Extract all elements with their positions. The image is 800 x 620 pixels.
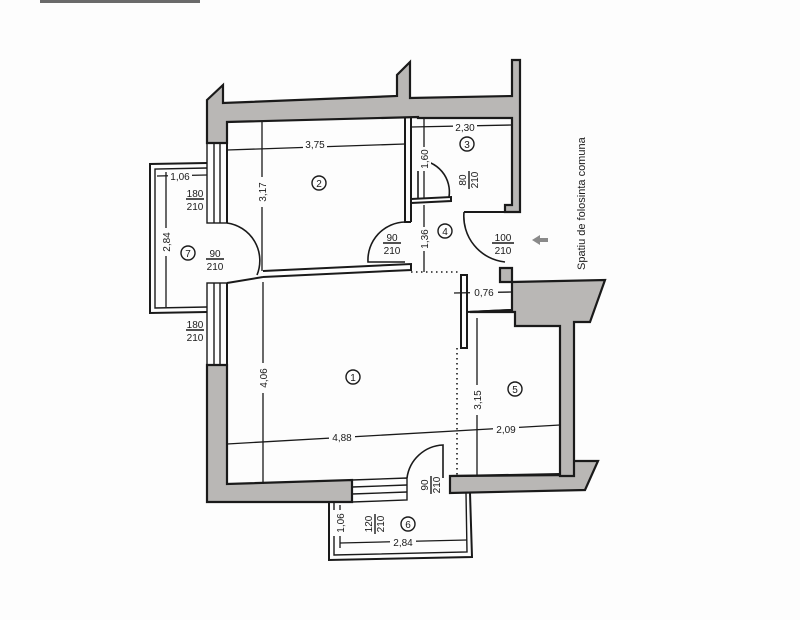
room-7-number: 7: [185, 249, 191, 260]
opening-labels: 180 210 90 210 180 210 90 210 80 210 100…: [186, 171, 514, 534]
door-room2-height: 210: [384, 246, 401, 257]
wall-bottom-right: [448, 459, 600, 495]
room1-width-label: 4,88: [332, 433, 352, 444]
door-room6-width: 90: [420, 479, 431, 491]
dimension-labels: 3,75 3,17 2,30 1,60 1,36 0,76 4,06 4,88 …: [158, 121, 519, 549]
window-room7-width: 180: [187, 189, 204, 200]
room2-depth-label: 3,17: [258, 182, 269, 202]
common-space-label: Spatiu de folosinta comuna: [576, 136, 588, 270]
room4-depth-label: 1,36: [420, 229, 431, 249]
wall-entry: [498, 266, 514, 284]
entry-door-width: 100: [495, 233, 512, 244]
room-markers: 1 2 3 4 5 6 7: [180, 136, 523, 532]
wall-room3-south: [410, 195, 452, 204]
window-room6: [351, 477, 408, 503]
window-room6-width: 120: [364, 515, 375, 532]
entry-door-height: 210: [495, 246, 512, 257]
entry-door-swing: [463, 211, 506, 263]
room-3-number: 3: [464, 140, 470, 151]
arrow-left-icon: [532, 235, 548, 245]
window-room7-top: [206, 142, 228, 224]
door-room3-height: 210: [470, 171, 481, 188]
room6-width-label: 2,84: [393, 538, 413, 549]
room5-width-label: 2,09: [496, 425, 516, 436]
window-room1-width: 180: [187, 320, 204, 331]
room-5-number: 5: [512, 385, 518, 396]
room7-width-label: 1,06: [170, 172, 190, 183]
wall-right: [469, 278, 607, 478]
room2-width-label: 3,75: [305, 140, 325, 151]
window-room1-height: 210: [187, 333, 204, 344]
door-room2-width: 90: [386, 233, 398, 244]
door-room2-swing: [367, 221, 406, 263]
room4-width-label: 0,76: [474, 288, 494, 299]
room7-depth-label: 2,84: [162, 232, 173, 252]
door-room7-width: 90: [209, 249, 221, 260]
room3-width-label: 2,30: [455, 123, 475, 134]
room1-depth-label: 4,06: [259, 368, 270, 388]
door-room6-swing: [406, 444, 444, 479]
window-room6-height: 210: [376, 515, 387, 532]
door-room7-height: 210: [207, 262, 224, 273]
room-1-number: 1: [350, 373, 356, 384]
room3-depth-label: 1,60: [420, 149, 431, 169]
door-room3-width: 80: [458, 174, 469, 186]
wall-room1-north: [262, 262, 412, 278]
door-room6-height: 210: [432, 476, 443, 493]
room-6-number: 6: [405, 520, 411, 531]
window-room1: [206, 282, 228, 366]
room6-depth-label: 1,06: [336, 513, 347, 533]
wall-room1-north-left: [226, 276, 264, 284]
room5-south: [449, 473, 561, 477]
wall-room5-west: [460, 274, 468, 349]
wall-top: [205, 58, 522, 214]
door-room7-swing: [226, 222, 261, 276]
wall-room4-south: [466, 309, 513, 313]
room-2-number: 2: [316, 179, 322, 190]
scan-edge: [40, 0, 200, 3]
room-4-number: 4: [442, 227, 448, 238]
room5-depth-label: 3,15: [473, 390, 484, 410]
balcony-room7: [149, 162, 208, 315]
window-room7-height: 210: [187, 202, 204, 213]
